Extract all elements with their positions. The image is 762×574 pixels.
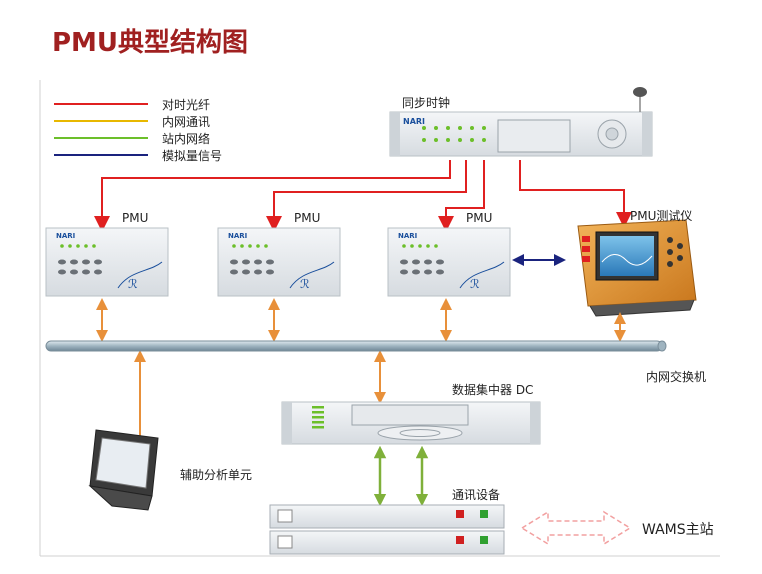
- svg-text:ℛ: ℛ: [470, 277, 480, 291]
- monitor-icon: [88, 429, 159, 511]
- fiber-to-tester: [519, 160, 632, 228]
- dc-label: 数据集中器 DC: [452, 383, 534, 397]
- fiber-to-pmu2: [266, 160, 467, 232]
- pmu2-label: PMU: [294, 211, 321, 225]
- clock-label: 同步时钟: [402, 96, 451, 110]
- pmu-tester-device: [577, 219, 697, 317]
- page-title: PMU典型结构图: [52, 28, 249, 58]
- fiber-links: [94, 160, 632, 232]
- comm-device-1: [269, 504, 505, 529]
- pmu-device-2: ℛ: [217, 227, 341, 297]
- internal-links: [96, 298, 626, 456]
- legend-label-station-network: 站内网络: [162, 132, 211, 146]
- tester-label: PMU测试仪: [630, 209, 693, 223]
- wams-link: [520, 510, 632, 546]
- data-concentrator-device: [281, 401, 541, 445]
- network-switch-bus: [45, 340, 667, 352]
- legend-label-analog-signal: 模拟量信号: [162, 149, 223, 163]
- legend: [54, 103, 148, 156]
- clock-brand-logo: NARI: [403, 117, 425, 126]
- legend-label-fiber: 对时光纤: [162, 98, 211, 112]
- aux-unit-label: 辅助分析单元: [180, 468, 253, 482]
- svg-text:ℛ: ℛ: [300, 277, 310, 291]
- pmu-device-3: ℛ: [387, 227, 511, 297]
- sync-clock-device: [389, 87, 653, 157]
- pmu1-label: PMU: [122, 211, 149, 225]
- pmu3-label: PMU: [466, 211, 493, 225]
- comm-device-2: [269, 530, 505, 555]
- legend-label-internal-comm: 内网通讯: [162, 115, 211, 129]
- comm-device-label: 通讯设备: [452, 488, 501, 502]
- svg-text:ℛ: ℛ: [128, 277, 138, 291]
- pmu2-brand-logo: NARI: [228, 232, 247, 240]
- station-network-links: [373, 445, 429, 507]
- pmu-device-1: ℛ: [45, 227, 169, 297]
- switch-label: 内网交换机: [646, 370, 707, 384]
- fiber-to-pmu1: [94, 160, 451, 232]
- pmu1-brand-logo: NARI: [56, 232, 75, 240]
- fiber-to-pmu3: [438, 160, 485, 232]
- pmu3-brand-logo: NARI: [398, 232, 417, 240]
- wams-label: WAMS主站: [642, 522, 714, 538]
